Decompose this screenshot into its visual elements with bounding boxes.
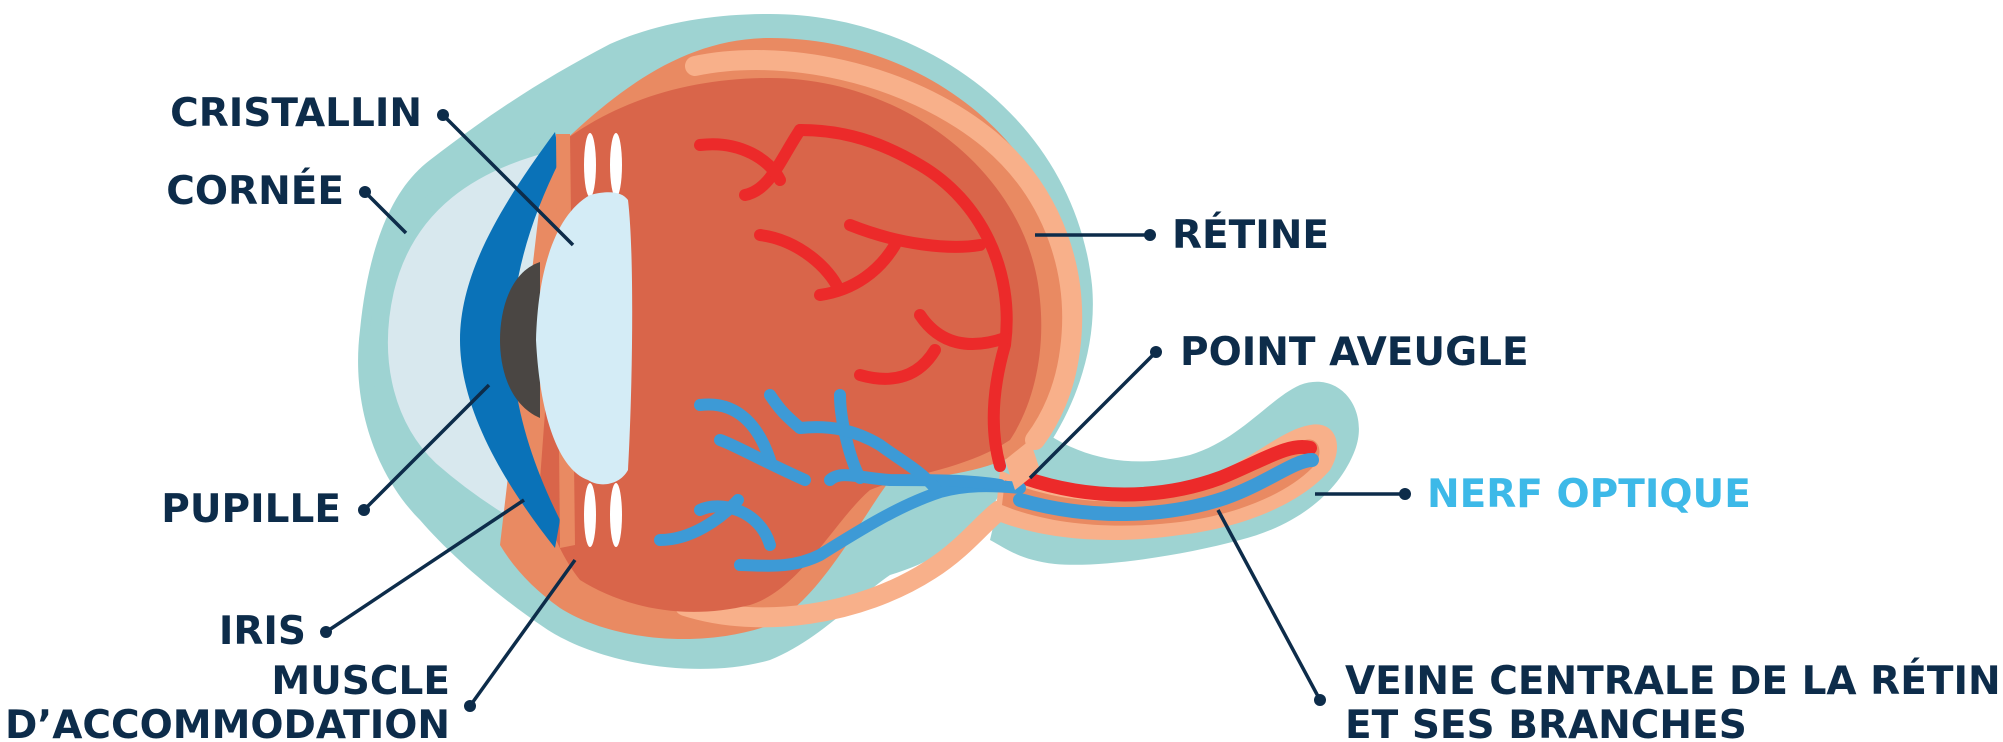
label-iris: IRIS — [219, 609, 306, 654]
dot-nerf-optique — [1399, 488, 1411, 500]
label-cristallin: CRISTALLIN — [170, 91, 422, 136]
label-muscle-line1: MUSCLE — [271, 659, 450, 704]
zonule-fiber — [610, 133, 622, 197]
zonule-fiber — [610, 483, 622, 547]
label-nerf-optique: NERF OPTIQUE — [1427, 472, 1751, 517]
label-retine: RÉTINE — [1172, 211, 1329, 258]
zonule-fiber — [584, 133, 596, 197]
dot-pupille — [358, 504, 370, 516]
dot-iris — [320, 626, 332, 638]
dot-muscle — [464, 700, 476, 712]
label-veine-line1: VEINE CENTRALE DE LA RÉTINE — [1345, 657, 2003, 704]
dot-retine — [1144, 229, 1156, 241]
label-cornee: CORNÉE — [166, 167, 344, 214]
label-muscle-line2: D’ACCOMMODATION — [5, 703, 450, 742]
dot-veine — [1314, 694, 1326, 706]
dot-cristallin — [437, 109, 449, 121]
dot-point-aveugle — [1150, 346, 1162, 358]
leader-veine — [1218, 510, 1320, 700]
label-pupille: PUPILLE — [161, 487, 341, 532]
dot-cornee — [359, 186, 371, 198]
label-veine-line2: ET SES BRANCHES — [1345, 703, 1747, 742]
label-point-aveugle: POINT AVEUGLE — [1180, 330, 1529, 375]
zonule-fiber — [584, 483, 596, 547]
